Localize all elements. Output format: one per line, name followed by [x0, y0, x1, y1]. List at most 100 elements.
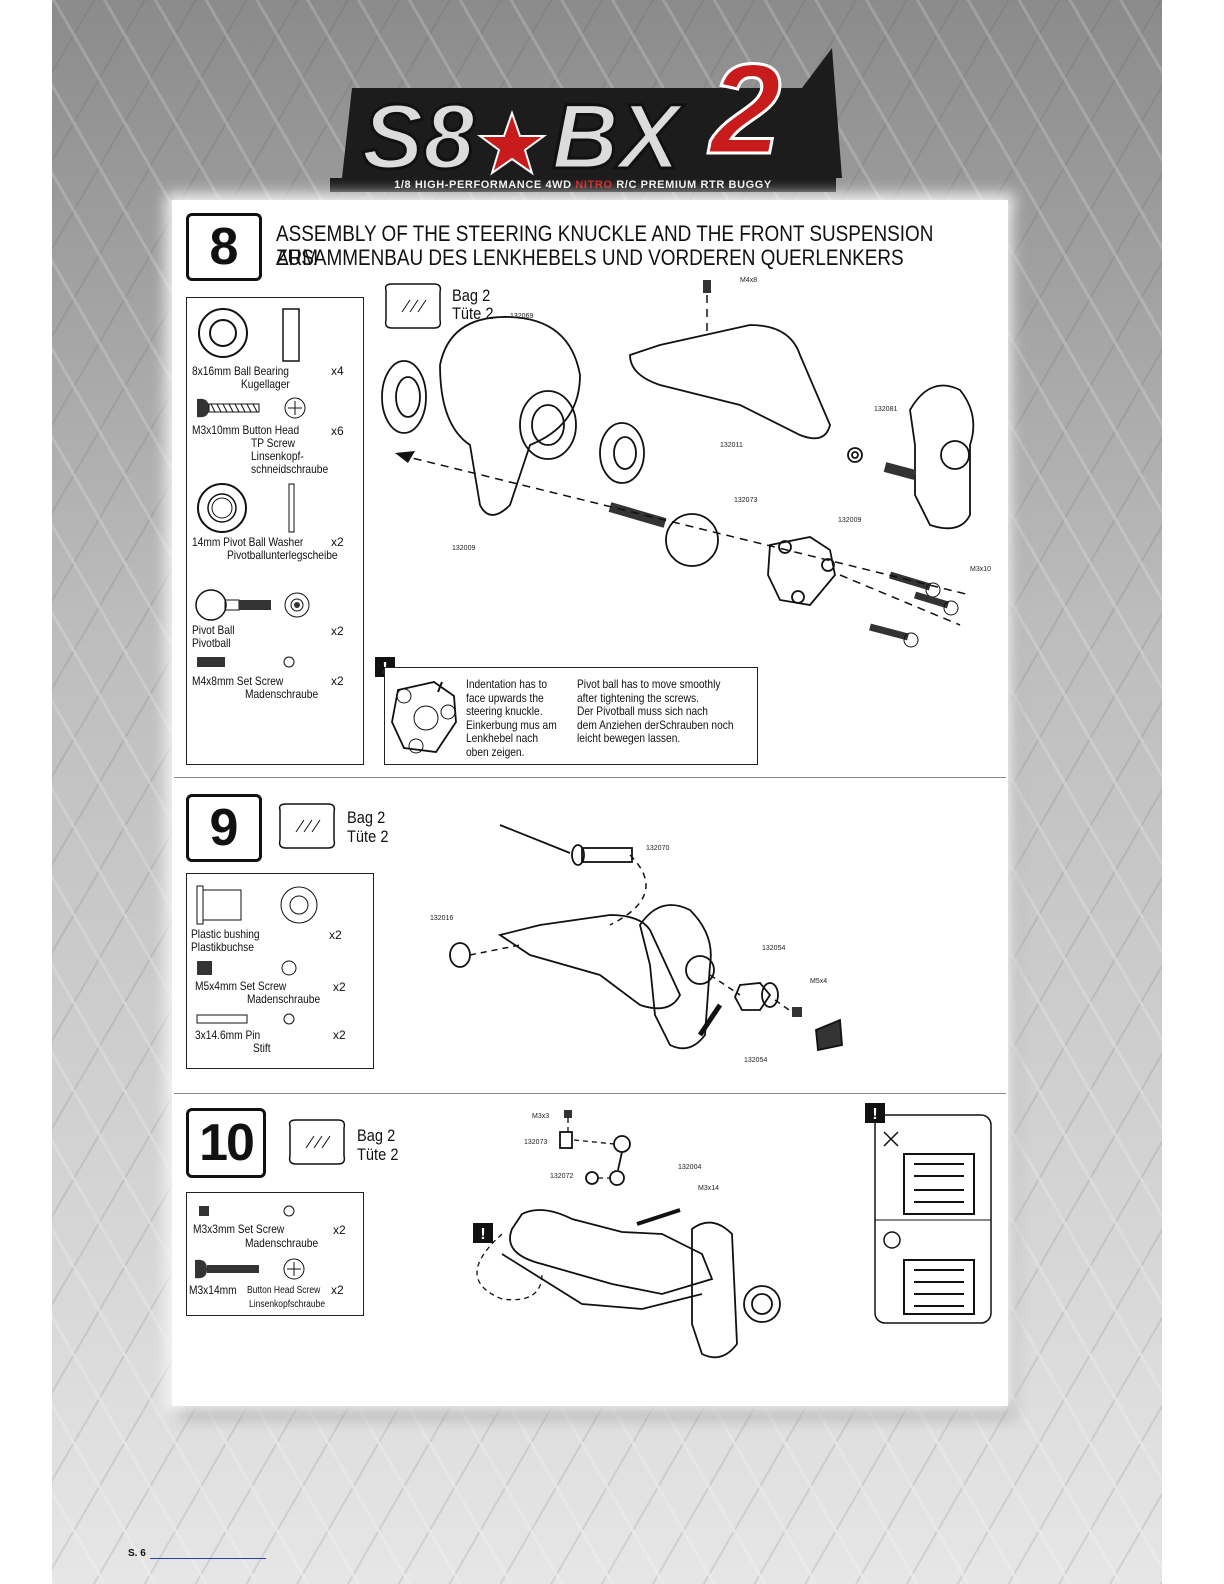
part-button-head: M3x10mm Button Head — [192, 423, 300, 437]
part-plastic-bushing: Plastic bushing — [191, 927, 260, 941]
button-head-screw-icon — [197, 397, 306, 419]
label-m4x8: M4x8 — [740, 277, 758, 284]
part-ball-bearing-qty: x4 — [331, 364, 344, 378]
bag-icon — [278, 803, 336, 849]
tagline-text: 1/8 HIGH-PERFORMANCE 4WD — [394, 179, 576, 191]
step-8-bag: Bag 2 — [452, 286, 491, 305]
set-screw-icon — [197, 656, 295, 668]
step-10-parts-list: M3x3mm Set Screw Madenschraube x2 M3x14m… — [186, 1192, 364, 1316]
part-set-screw-de: Madenschraube — [245, 687, 319, 701]
part-m5-set-screw-de: Madenschraube — [247, 992, 321, 1006]
part-button-head-de2: Linsenkopf- — [251, 449, 304, 463]
plastic-bushing-icon — [196, 885, 318, 925]
step-9-assembly-diagram — [449, 824, 843, 1052]
part-pivot-washer-de: Pivotballunterlegscheibe — [227, 548, 338, 562]
label-132069: 132069 — [510, 313, 534, 320]
button-head-screw-icon — [195, 1258, 305, 1280]
bag-icon — [288, 1119, 346, 1165]
warning-icon: ! — [865, 1103, 885, 1123]
part-button-head-de: TP Screw — [251, 436, 296, 450]
part-m3x14: M3x14mm — [189, 1283, 237, 1297]
label-132072: 132072 — [550, 1173, 574, 1180]
part-set-screw: M4x8mm Set Screw — [192, 674, 284, 688]
svg-text:!: ! — [872, 1106, 877, 1123]
part-ball-bearing: 8x16mm Ball Bearing — [192, 364, 289, 378]
bag-icon — [384, 283, 442, 329]
note-indentation-line: Indentation has to — [466, 677, 548, 691]
label-m3x10: M3x10 — [970, 566, 992, 573]
tagline: 1/8 HIGH-PERFORMANCE 4WD NITRO R/C PREMI… — [330, 178, 836, 192]
set-screw-icon — [197, 960, 297, 976]
footer-rule — [150, 1558, 266, 1559]
step-9-tute: Tüte 2 — [347, 827, 389, 846]
part-pivot-washer: 14mm Pivot Ball Washer — [192, 535, 304, 549]
orientation-comparison-diagram — [874, 1114, 992, 1324]
note-pivot-line: after tightening the screws. — [577, 690, 699, 705]
label-132073: 132073 — [734, 497, 758, 504]
part-pivot-ball-qty: x2 — [331, 624, 344, 638]
label-132073: 132073 — [524, 1139, 548, 1146]
part-button-head-de3: schneidschraube — [251, 462, 329, 476]
step-10-bag: Bag 2 — [357, 1126, 396, 1145]
part-pivot-ball: Pivot Ball — [192, 623, 235, 637]
step-divider — [174, 777, 1006, 778]
label-m3x14: M3x14 — [698, 1185, 720, 1192]
step-10-tute: Tüte 2 — [357, 1145, 399, 1164]
tagline-nitro: NITRO — [575, 179, 613, 191]
label-132009-a: 132009 — [838, 517, 862, 524]
step-9-bag: Bag 2 — [347, 808, 386, 827]
part-plastic-bushing-qty: x2 — [329, 928, 342, 942]
label-132009-b: 132009 — [452, 545, 476, 552]
svg-text:2: 2 — [708, 38, 781, 181]
step-8-parts-list: 8x16mm Ball Bearing Kugellager x4 M3x10m… — [186, 297, 364, 765]
part-pivot-washer-qty: x2 — [331, 535, 344, 549]
step-10-assembly-diagram — [476, 1110, 781, 1359]
part-ball-bearing-de: Kugellager — [241, 377, 290, 391]
part-set-screw-qty: x2 — [331, 674, 344, 688]
step-8-number: 8 — [186, 213, 262, 281]
label-132016: 132016 — [430, 915, 454, 922]
step-8-exploded-diagram — [381, 280, 975, 648]
svg-text:BX: BX — [552, 86, 684, 188]
label-132070: 132070 — [646, 845, 670, 852]
s8-bx2-logo: S8 BX 2 — [342, 37, 842, 190]
pivot-ball-washer-icon — [197, 483, 295, 533]
step-8-title-en: ASSEMBLY OF THE STEERING KNUCKLE AND THE… — [276, 221, 934, 270]
tagline-text-end: R/C PREMIUM RTR BUGGY — [612, 179, 772, 191]
step-divider — [174, 1093, 1006, 1094]
note-pivot-line: Pivot ball has to move smoothly — [577, 677, 721, 691]
ball-bearing-icon — [198, 308, 300, 362]
part-m3-set-screw-de: Madenschraube — [245, 1236, 319, 1250]
pivot-cap-icon — [391, 681, 457, 754]
step-8-note-box — [384, 667, 758, 765]
step-9-parts-list: Plastic bushing Plastikbuchse x2 M5x4mm … — [186, 873, 374, 1069]
part-m3-set-screw-qty: x2 — [333, 1223, 346, 1237]
part-button-head-qty: x6 — [331, 424, 344, 438]
svg-text:S8: S8 — [362, 86, 475, 188]
part-m5-set-screw: M5x4mm Set Screw — [195, 979, 287, 993]
step-8-tute: Tüte 2 — [452, 304, 494, 323]
part-m5-set-screw-qty: x2 — [333, 980, 346, 994]
part-pin-de: Stift — [253, 1041, 271, 1055]
label-132011: 132011 — [720, 442, 743, 449]
note-pivot-line: dem Anziehen derSchrauben noch — [577, 717, 734, 732]
svg-text:!: ! — [480, 1226, 485, 1243]
note-pivot-line: Der Pivotball muss sich nach — [577, 704, 708, 718]
note-indentation-line: oben zeigen. — [466, 744, 525, 759]
label-132081: 132081 — [874, 406, 898, 413]
label-132004: 132004 — [678, 1164, 702, 1171]
set-screw-icon — [199, 1205, 295, 1217]
part-plastic-bushing-de: Plastikbuchse — [191, 940, 254, 954]
part-pin-qty: x2 — [333, 1028, 346, 1042]
warning-icon: ! — [473, 1223, 493, 1243]
note-indentation-line: steering knuckle. — [466, 704, 543, 718]
note-indentation-line: Einkerbung mus am — [466, 717, 557, 732]
part-m3x14-qty: x2 — [331, 1283, 344, 1297]
note-pivot-line: leicht bewegen lassen. — [577, 731, 681, 745]
label-m3x3: M3x3 — [532, 1113, 550, 1120]
label-132054-a: 132054 — [762, 945, 786, 952]
step-8-title-de: ZUSAMMENBAU DES LENKHEBELS UND VORDEREN … — [276, 245, 904, 270]
note-indentation-line: face upwards the — [466, 690, 544, 705]
